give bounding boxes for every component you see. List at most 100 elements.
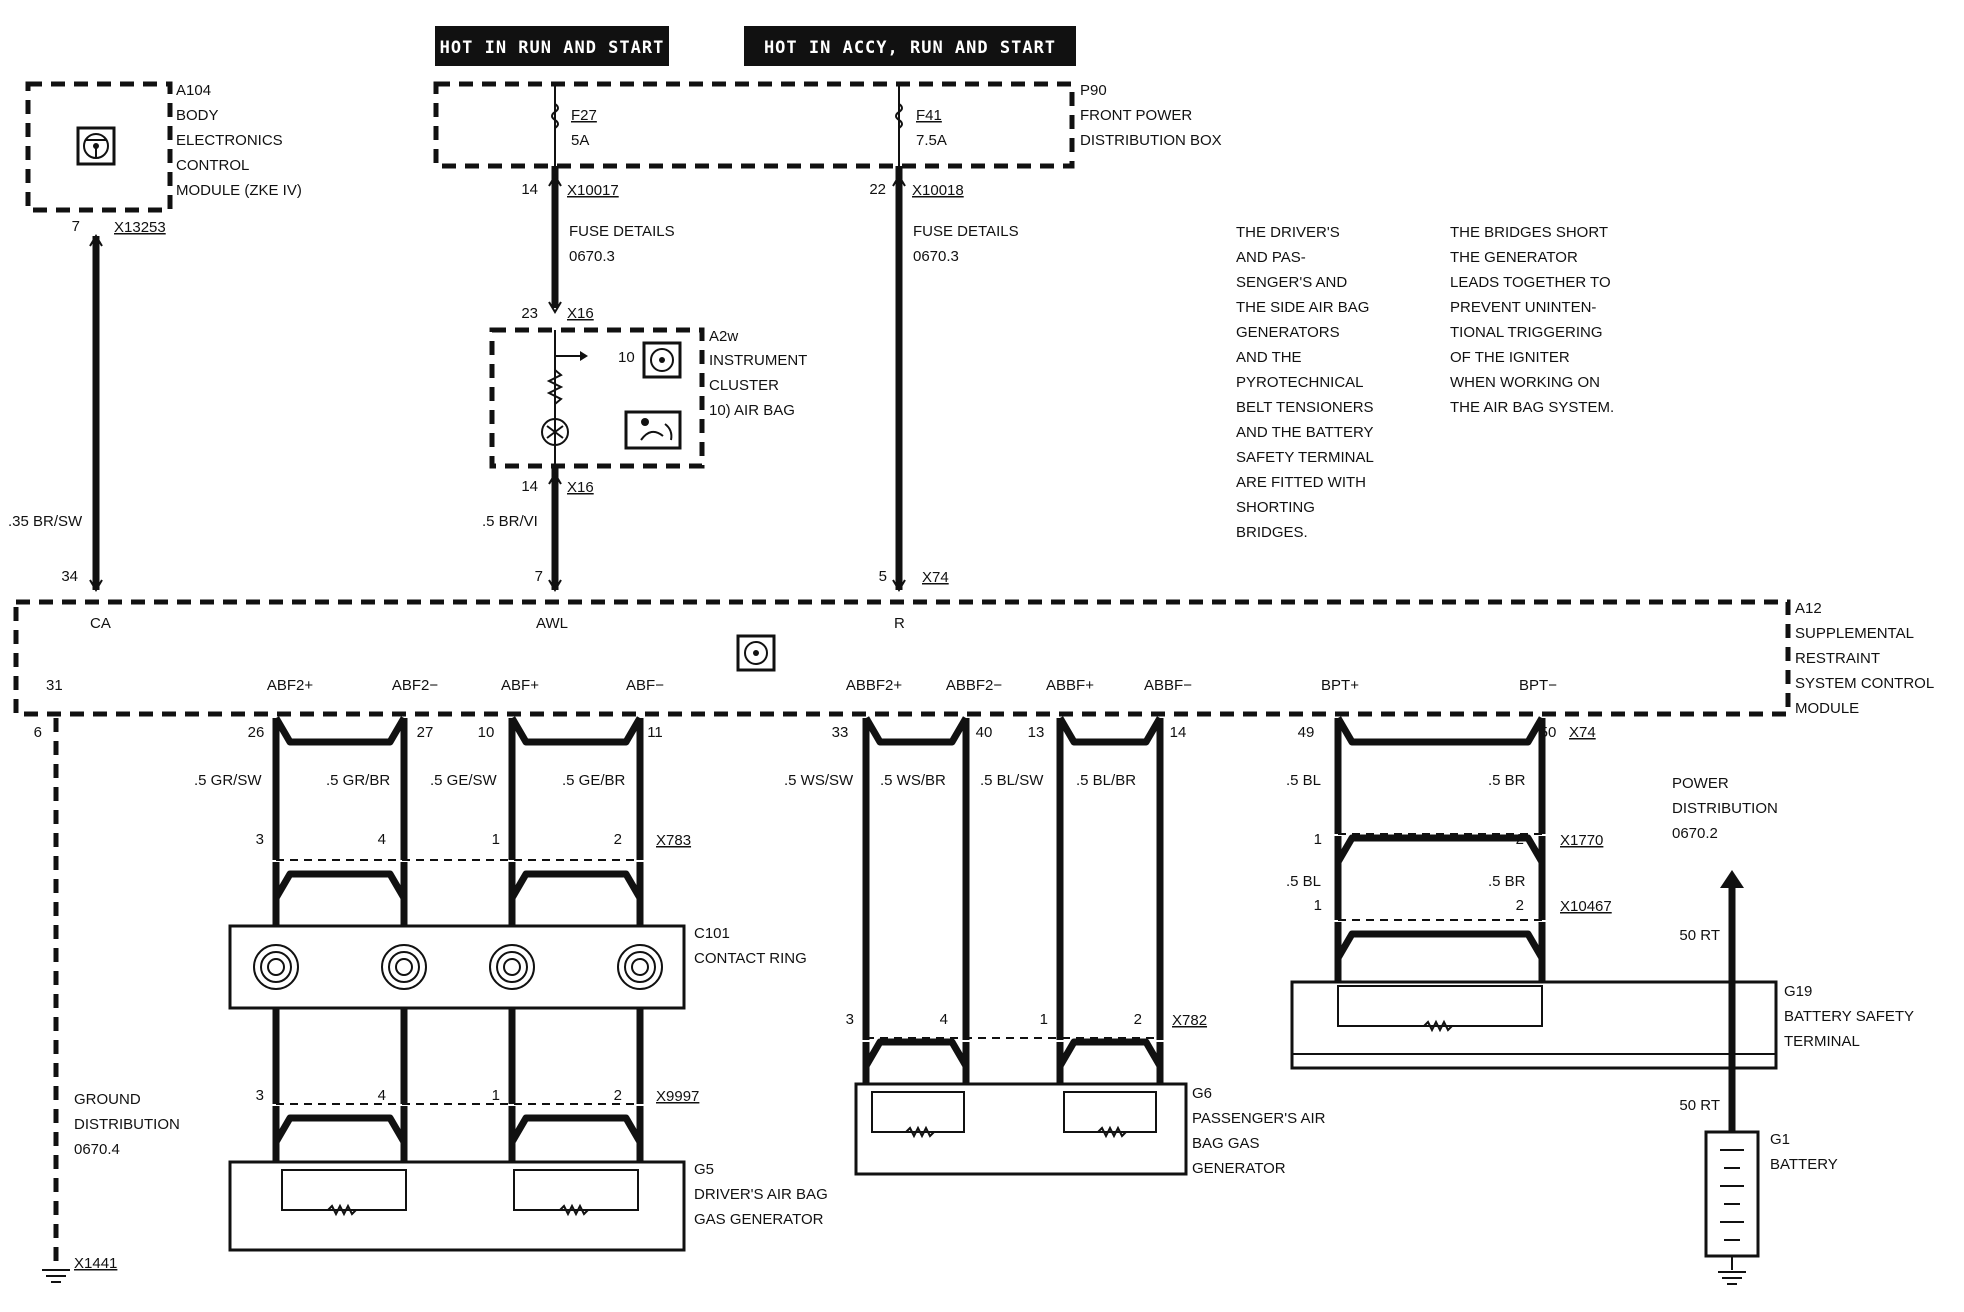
g5-line-2: DRIVER'S AIR BAG	[694, 1186, 828, 1203]
a104-line-5: MODULE (ZKE IV)	[176, 182, 302, 199]
note-2-line: THE GENERATOR	[1450, 249, 1578, 266]
a2w-conn-top: X16	[567, 305, 594, 322]
p90-line-1: P90	[1080, 82, 1107, 99]
g1-line-2: BATTERY	[1770, 1156, 1838, 1173]
a12-terminal-pin: 40	[976, 724, 993, 741]
g6-line-2: PASSENGER'S AIR	[1192, 1110, 1326, 1127]
note-1-line: AND THE BATTERY	[1236, 424, 1374, 441]
header-hot-accy-run-start: HOT IN ACCY, RUN AND START	[744, 26, 1076, 66]
p90-conn-2: X10018	[912, 182, 964, 199]
contact-ring-icon	[253, 944, 299, 990]
c101-contact-ring: C101 CONTACT RING	[228, 924, 807, 1010]
x783-name: X783	[656, 832, 691, 849]
g6-resistor-1-icon	[905, 1125, 935, 1139]
note-1-line: SAFETY TERMINAL	[1236, 449, 1374, 466]
p90-distribution-box: F27 5A F41 7.5A P90 FRONT POWER DISTRIBU…	[433, 81, 1222, 199]
airbag-passenger-icon	[624, 410, 682, 450]
note-1-line: THE DRIVER'S	[1236, 224, 1340, 241]
a12-terminal-pin: 27	[417, 724, 434, 741]
g19-line-3: TERMINAL	[1784, 1033, 1860, 1050]
a12-terminal-pin: 10	[478, 724, 495, 741]
wire-pair-junction	[862, 716, 970, 746]
g1-line-1: G1	[1770, 1131, 1790, 1148]
ground-dist-line-2: DISTRIBUTION	[74, 1116, 180, 1133]
passenger-wire-label: .5 BL/SW	[980, 772, 1044, 789]
a2w-line-2: INSTRUMENT	[709, 352, 807, 369]
p90-line-3: DISTRIBUTION BOX	[1080, 132, 1222, 149]
passenger-wire-label: .5 WS/BR	[880, 772, 946, 789]
x9997-pin: 3	[256, 1087, 264, 1104]
contact-ring-icon	[617, 944, 663, 990]
g5-resistor-2-icon	[559, 1203, 589, 1217]
header-hot-run-start-label: HOT IN RUN AND START	[440, 38, 665, 58]
a12-line-1: A12	[1795, 600, 1822, 617]
bpt-wire-label: .5 BL	[1286, 772, 1321, 789]
g5-line-3: GAS GENERATOR	[694, 1211, 824, 1228]
ground-distribution: 6 X1441 GROUND DISTRIBUTION 0670.4	[34, 718, 180, 1283]
a12-terminal: BPT+	[1321, 677, 1359, 694]
a12-terminal-pin: 13	[1028, 724, 1045, 741]
wire-pair-junction	[1334, 930, 1546, 960]
a12-terminal: ABF2−	[392, 677, 439, 694]
bpt-wire-label: .5 BR	[1488, 772, 1526, 789]
a12-terminal: ABBF−	[1144, 677, 1192, 694]
note-2-line: LEADS TOGETHER TO	[1450, 274, 1611, 291]
ground-conn: X1441	[74, 1255, 117, 1272]
x9997-pin: 1	[492, 1087, 500, 1104]
a104-line-1: A104	[176, 82, 211, 99]
g19-battery-safety-terminal: G19 BATTERY SAFETY TERMINAL	[1290, 980, 1914, 1070]
a104-connector: X13253	[114, 219, 166, 236]
wire-pair-junction	[1056, 716, 1164, 746]
note-1-line: PYROTECHNICAL	[1236, 374, 1364, 391]
x782-pin: 3	[846, 1011, 854, 1028]
g19-line-2: BATTERY SAFETY	[1784, 1008, 1914, 1025]
wire-pair-junction	[272, 1114, 408, 1144]
ground-dist-line-3: 0670.4	[74, 1141, 120, 1158]
a104-line-2: BODY	[176, 107, 219, 124]
a12-terminal-pin: 11	[647, 724, 663, 741]
fuse-f27-name: F27	[571, 107, 597, 124]
a104-line-3: ELECTRONICS	[176, 132, 283, 149]
g6-line-1: G6	[1192, 1085, 1212, 1102]
a104-pin: 7	[72, 218, 80, 235]
g19-line-1: G19	[1784, 983, 1812, 1000]
c101-line-2: CONTACT RING	[694, 950, 807, 967]
wire-pair-junction	[508, 870, 644, 900]
wire-a104-label: .35 BR/SW	[8, 513, 83, 530]
wire-pair-junction	[862, 1038, 970, 1068]
x9997-pin: 4	[378, 1087, 386, 1104]
header-hot-accy-run-start-label: HOT IN ACCY, RUN AND START	[764, 38, 1056, 58]
fuse-f27-rating: 5A	[571, 132, 589, 149]
wire-pair-junction	[272, 716, 408, 746]
a12-terminal: ABF−	[626, 677, 664, 694]
fuse-details-2-label: FUSE DETAILS	[913, 223, 1019, 240]
a12-pin-ca: 34	[61, 568, 78, 585]
note-1-line: SENGER'S AND	[1236, 274, 1347, 291]
g5-resistor-1-icon	[327, 1203, 357, 1217]
a12-line-5: MODULE	[1795, 700, 1859, 717]
x1770-name: X1770	[1560, 832, 1603, 849]
a12-term-awl: AWL	[536, 615, 568, 632]
g6-line-3: BAG GAS	[1192, 1135, 1260, 1152]
p90-line-2: FRONT POWER	[1080, 107, 1192, 124]
g1-wire: 50 RT	[1679, 1097, 1720, 1114]
battery-ground-icon	[1718, 1271, 1746, 1285]
a2w-line-3: CLUSTER	[709, 377, 779, 394]
battery-icon	[1720, 1149, 1744, 1241]
ground-icon	[42, 1269, 70, 1283]
x9997-name: X9997	[656, 1088, 699, 1105]
driver-wire-label: .5 GE/SW	[430, 772, 498, 789]
wire-pair-junction	[508, 1114, 644, 1144]
a12-pin-awl: 7	[535, 568, 543, 585]
a12-terminal: ABBF+	[1046, 677, 1094, 694]
x10467-pin: 1	[1314, 897, 1322, 914]
a2w-conn-bottom: X16	[567, 479, 594, 496]
contact-ring-icon	[489, 944, 535, 990]
passenger-wire-label: .5 WS/SW	[784, 772, 854, 789]
x1770-pin: 2	[1516, 831, 1524, 848]
bpt-wire-lower-label: .5 BL	[1286, 873, 1321, 890]
a12-terminal: ABBF2−	[946, 677, 1003, 694]
note-1-line: ARE FITTED WITH	[1236, 474, 1366, 491]
